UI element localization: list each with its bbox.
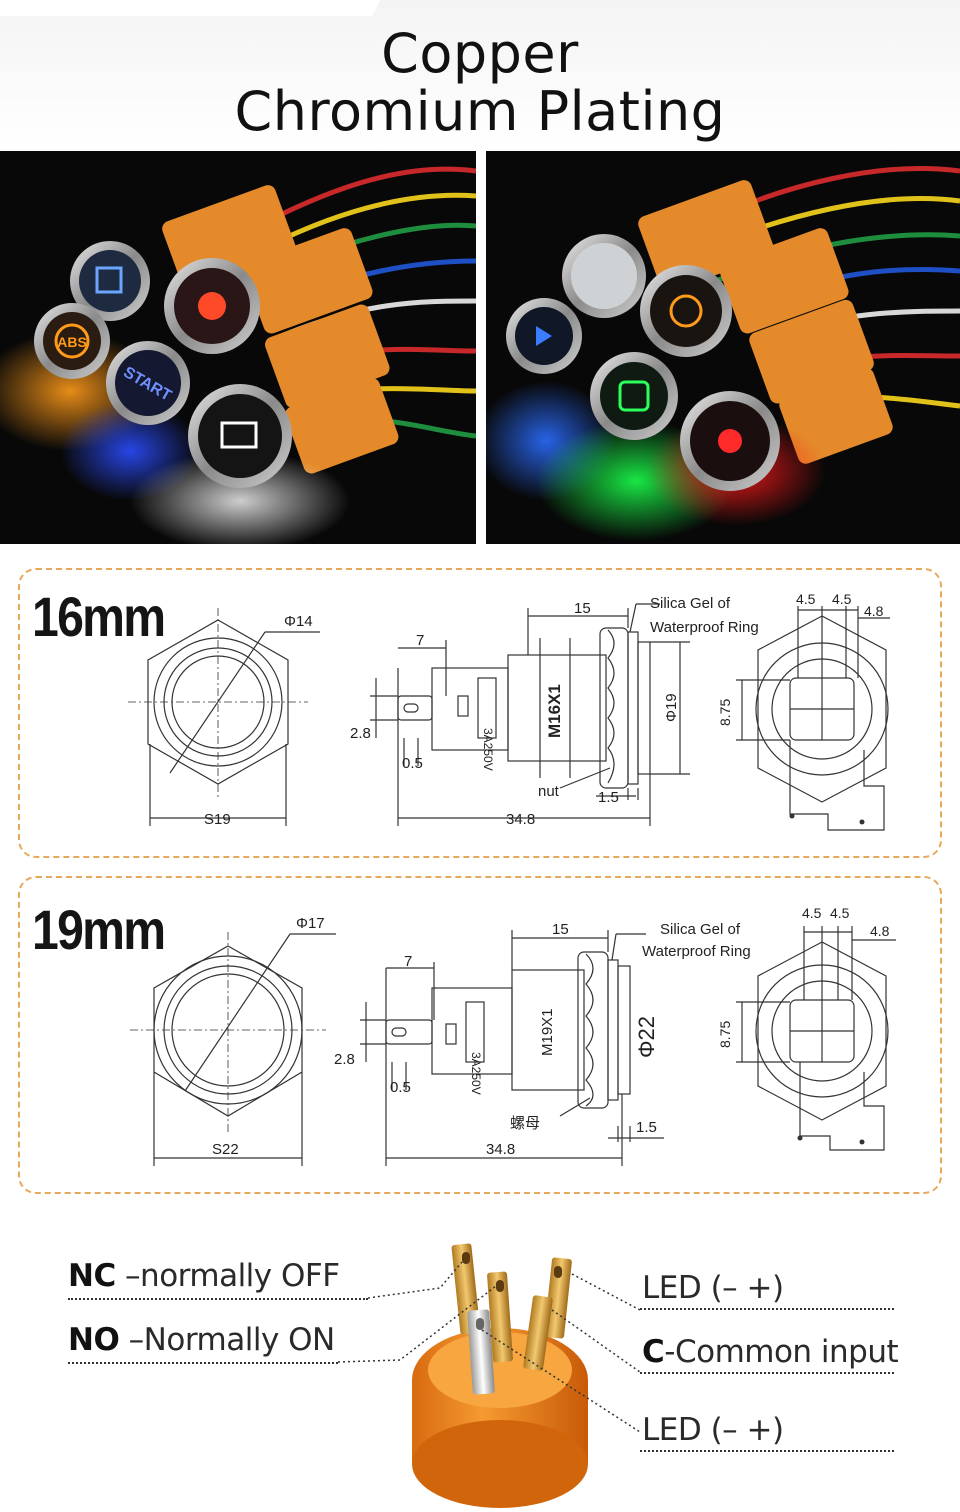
outer-19: Φ22 — [634, 1016, 659, 1058]
icon-label-abs: ABS — [57, 334, 87, 350]
pin-led-top: LED (– +) — [642, 1270, 784, 1306]
pin-nc-label: NC –normally OFF — [68, 1258, 340, 1294]
switches-photo-left: ABS START — [0, 151, 476, 544]
pin-h-19: 8.75 — [717, 1021, 733, 1048]
rule-no — [68, 1362, 338, 1364]
pin-common-label: C-Common input — [642, 1334, 899, 1370]
header-band — [0, 0, 960, 150]
dim-tab-len-19: 7 — [404, 953, 412, 970]
pin-nc-key: NC — [68, 1258, 116, 1294]
pin-led-bottom: LED (– +) — [642, 1412, 784, 1448]
product-photo-left: ABS START — [0, 151, 476, 544]
dim-total-16: 34.8 — [506, 811, 535, 828]
size-label-16mm: 16mm — [32, 585, 166, 648]
pin-c-key: C — [642, 1334, 665, 1370]
dim-total-19: 34.8 — [486, 1141, 515, 1158]
pin-c-desc: -Common input — [664, 1334, 899, 1370]
pin-no-desc: –Normally ON — [119, 1322, 336, 1358]
hex-outline-pin-19 — [757, 941, 887, 1121]
pin-b-19: 4.5 — [830, 905, 850, 921]
pin-b-16: 4.5 — [832, 591, 852, 607]
seal-label-2-16: Waterproof Ring — [650, 619, 759, 636]
seal-label-2-19: Waterproof Ring — [642, 943, 751, 960]
seal-label-1-16: Silica Gel of — [650, 595, 731, 612]
pin-no-key: NO — [68, 1322, 120, 1358]
dim-tab-t-19: 0.5 — [390, 1079, 411, 1096]
hex-outline-pin-16 — [757, 615, 887, 803]
dim-nut-19: 螺母 — [510, 1114, 540, 1132]
dim-tab-w-16: 2.8 — [350, 725, 371, 742]
switches-photo-right — [486, 151, 960, 544]
outer-16: Φ19 — [663, 693, 680, 722]
pin-a-19: 4.5 — [802, 905, 822, 921]
dim-flange-19: 1.5 — [636, 1119, 657, 1136]
size-label-19mm: 19mm — [32, 898, 166, 961]
rating-16: 3A250V — [481, 728, 495, 771]
pin-no-label: NO –Normally ON — [68, 1322, 335, 1358]
dim-diameter-19: Φ17 — [296, 915, 325, 932]
rating-19: 3A250V — [469, 1052, 483, 1095]
dim-body-16: 15 — [574, 600, 591, 617]
rule-nc — [68, 1298, 368, 1300]
title-line-1: Copper — [381, 22, 579, 85]
seal-label-1-19: Silica Gel of — [660, 921, 741, 938]
dim-diameter-16: Φ14 — [284, 613, 313, 630]
rule-led-top — [640, 1308, 894, 1310]
pin-nc-desc: –normally OFF — [115, 1258, 340, 1294]
panel-19mm — [18, 876, 942, 1194]
rule-common — [640, 1372, 894, 1374]
rule-led-bottom — [640, 1450, 894, 1452]
pin-a-16: 4.5 — [796, 591, 816, 607]
dim-tab-w-19: 2.8 — [334, 1051, 355, 1068]
pin-c-19: 4.8 — [870, 923, 890, 939]
drawing-19mm: Φ17 S22 15 7 2.8 0.5 螺母 1.5 34.8 Silica … — [130, 905, 896, 1166]
dim-hex-16: S19 — [204, 811, 231, 828]
panel-16mm — [18, 568, 942, 858]
dim-tab-len-16: 7 — [416, 632, 424, 649]
dim-body-19: 15 — [552, 921, 569, 938]
dim-nut-16: nut — [538, 783, 560, 800]
drawing-16mm: Φ14 S19 15 7 2.8 0.5 nut 1.5 34.8 Silica… — [128, 591, 890, 831]
pin-c-16: 4.8 — [864, 603, 884, 619]
title-line-2: Chromium Plating — [234, 80, 726, 143]
product-photo-right — [486, 151, 960, 544]
pin-h-16: 8.75 — [717, 699, 733, 726]
thread-19: M19X1 — [539, 1008, 556, 1056]
dim-tab-t-16: 0.5 — [402, 755, 423, 772]
thread-16: M16X1 — [545, 684, 564, 738]
header-stripe — [0, 0, 381, 16]
switch-back-render — [337, 1243, 641, 1508]
dim-flange-16: 1.5 — [598, 789, 619, 806]
pin-description-area: NC –normally OFF NO –Normally ON LED (– … — [0, 1200, 960, 1512]
dim-hex-19: S22 — [212, 1141, 239, 1158]
